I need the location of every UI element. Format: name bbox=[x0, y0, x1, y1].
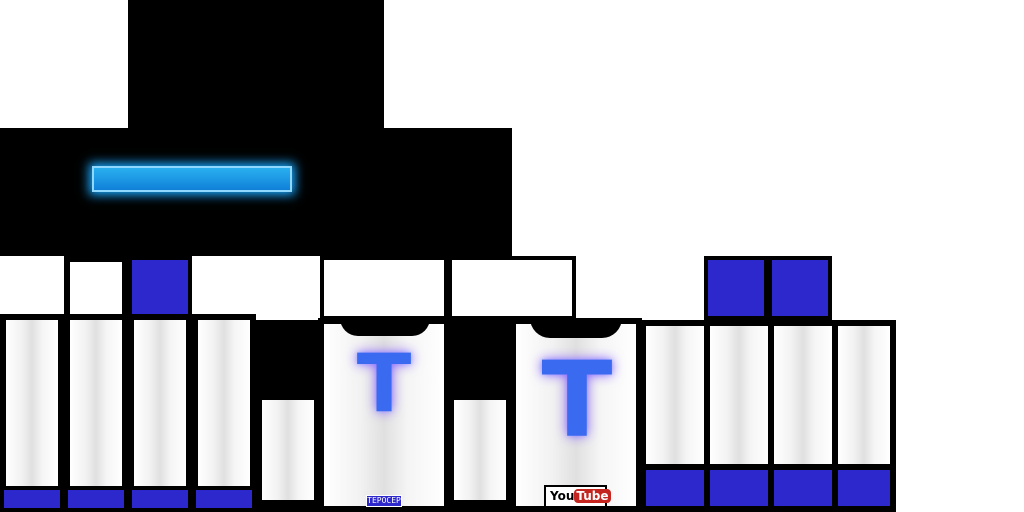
head-top bbox=[128, 0, 384, 128]
leg-shoe-1 bbox=[0, 486, 64, 512]
arm-cuff-2 bbox=[704, 464, 774, 512]
head-sides bbox=[0, 128, 512, 256]
body-top-cell bbox=[320, 256, 448, 320]
name-badge: TEPOCEP bbox=[366, 495, 402, 507]
t-logo-back: T bbox=[541, 339, 613, 461]
arm-cuff-4 bbox=[832, 464, 896, 512]
arm-cuff-3 bbox=[768, 464, 838, 512]
leg-bottom-cell bbox=[128, 256, 192, 320]
youtube-tube: Tube bbox=[574, 489, 611, 503]
leg-side-1 bbox=[0, 314, 64, 512]
collar-back bbox=[530, 318, 622, 338]
leg-top-cell bbox=[64, 256, 128, 320]
arm-top-cell bbox=[704, 256, 768, 320]
body-side-right-lower bbox=[448, 394, 512, 506]
leg-side-2 bbox=[64, 314, 128, 512]
t-logo-front: T bbox=[356, 337, 412, 430]
visor-glow-bar bbox=[92, 166, 292, 192]
leg-side-4 bbox=[192, 314, 256, 512]
youtube-you: You bbox=[550, 489, 575, 503]
collar-front bbox=[340, 318, 430, 336]
leg-shoe-2 bbox=[64, 486, 128, 512]
body-bottom-cell bbox=[448, 256, 576, 320]
leg-shoe-3 bbox=[128, 486, 192, 512]
body-side-left-lower bbox=[256, 394, 320, 506]
arm-cuff-1 bbox=[640, 464, 710, 512]
arm-bottom-cell bbox=[768, 256, 832, 320]
leg-side-3 bbox=[128, 314, 192, 512]
leg-shoe-4 bbox=[192, 486, 256, 512]
